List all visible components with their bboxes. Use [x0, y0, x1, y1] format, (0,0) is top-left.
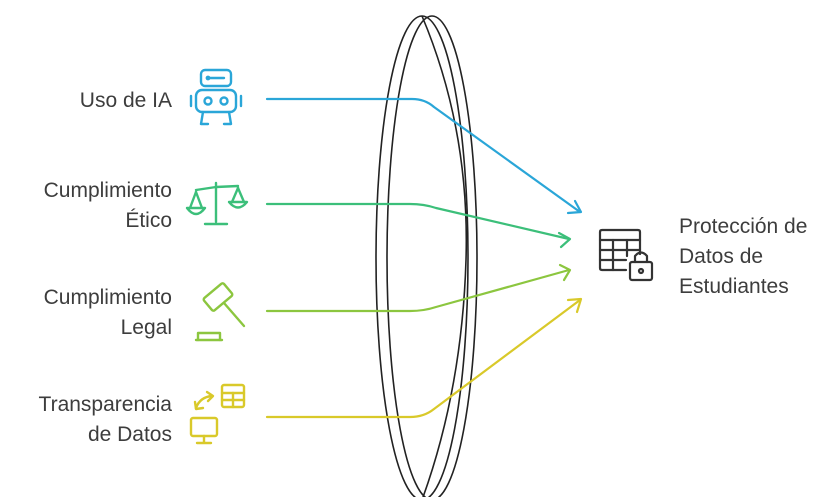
- input-label-transparencia-datos: Transparencia de Datos: [39, 390, 172, 450]
- label-line: Estudiantes: [679, 275, 789, 298]
- output-label-proteccion-datos: Protección de Datos de Estudiantes: [679, 212, 807, 302]
- lens-back-rim: [386, 15, 478, 497]
- connector-transparencia-datos: [265, 298, 582, 419]
- lens-edge-line: [421, 15, 468, 497]
- lens-front-face: [375, 15, 469, 497]
- input-label-uso-ia: Uso de IA: [80, 86, 172, 116]
- label-line: Protección de: [679, 215, 808, 238]
- label-line: Cumplimiento: [43, 286, 172, 309]
- connector-lines: [265, 97, 583, 419]
- lens-filter: [375, 15, 478, 497]
- input-label-cumplimiento-etico: Cumplimiento Ético: [44, 176, 172, 236]
- arrowhead-transparencia-datos: [566, 297, 583, 314]
- label-line: Datos de: [679, 245, 764, 268]
- label-line: Cumplimiento: [43, 179, 172, 202]
- arrowhead-cumplimiento-etico: [557, 231, 572, 249]
- locked-table-icon: [598, 228, 654, 282]
- connector-cumplimiento-etico: [265, 202, 571, 241]
- connector-cumplimiento-legal: [265, 268, 571, 313]
- robot-icon: [189, 68, 243, 126]
- arrowhead-uso-ia: [566, 199, 583, 215]
- label-line: de Datos: [87, 423, 172, 446]
- data-exchange-icon: [189, 383, 246, 445]
- label-line: Ético: [125, 209, 172, 232]
- connector-uso-ia: [265, 97, 582, 214]
- label-line: Legal: [120, 316, 172, 339]
- label-line: Uso de IA: [79, 89, 172, 112]
- gavel-icon: [194, 282, 246, 342]
- arrowhead-cumplimiento-legal: [558, 263, 572, 282]
- input-label-cumplimiento-legal: Cumplimiento Legal: [44, 283, 172, 343]
- scales-icon: [185, 181, 249, 226]
- label-line: Transparencia: [38, 393, 172, 416]
